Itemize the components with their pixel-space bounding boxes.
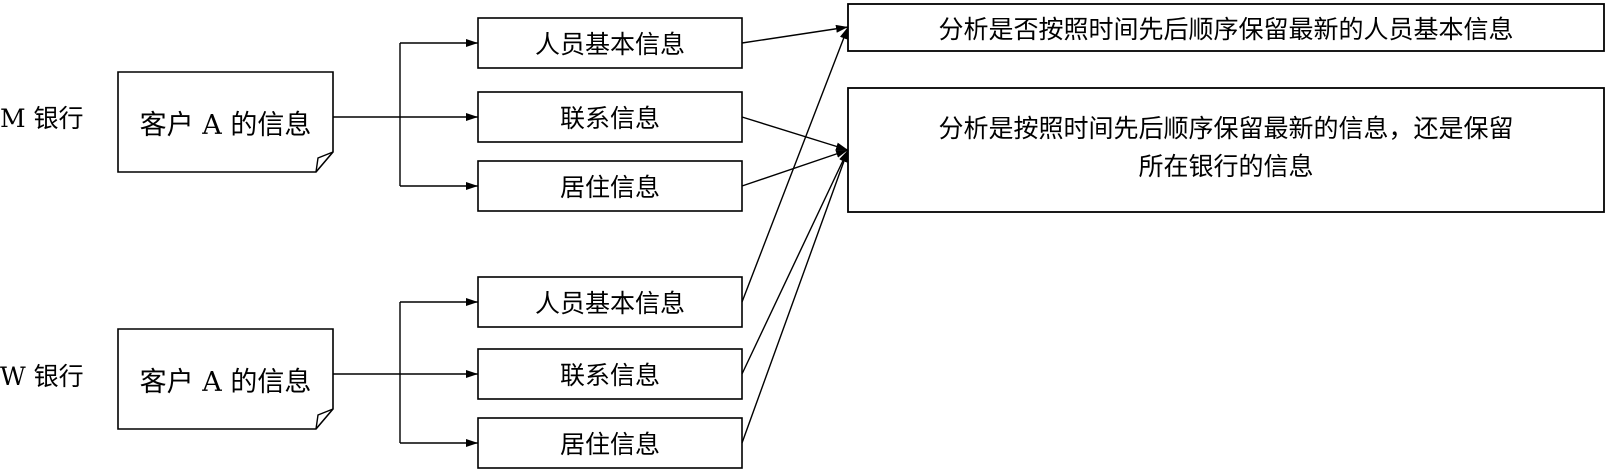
m-item-label-1: 联系信息 bbox=[559, 104, 660, 133]
w-item-box-2 bbox=[477, 417, 743, 469]
m-bank-label: M 银行 bbox=[0, 104, 84, 133]
w-item-box-0 bbox=[477, 276, 743, 328]
m-item-box-2 bbox=[477, 160, 743, 212]
m-doc-shape bbox=[117, 71, 334, 173]
w-doc-fold bbox=[315, 408, 334, 430]
m-item-label-2: 居住信息 bbox=[559, 173, 660, 202]
m-doc-label: 客户 A 的信息 bbox=[139, 109, 312, 141]
w-item-box-1 bbox=[477, 348, 743, 400]
analysis-top-text: 分析是否按照时间先后顺序保留最新的人员基本信息 bbox=[938, 14, 1514, 44]
m-doc-fold bbox=[315, 151, 334, 173]
analysis-arrows bbox=[741, 24, 849, 444]
analysis-bottom-line-1: 分析是按照时间先后顺序保留最新的信息，还是保留 bbox=[938, 114, 1514, 143]
w-item-label-2: 居住信息 bbox=[559, 430, 660, 459]
analysis-bottom-box bbox=[847, 87, 1605, 213]
analysis-top-box bbox=[847, 3, 1605, 52]
w-doc-shape bbox=[117, 328, 334, 430]
m-item-label-0: 人员基本信息 bbox=[534, 30, 685, 59]
analysis-bottom-line-2: 所在银行的信息 bbox=[1138, 152, 1314, 181]
m-connectors bbox=[333, 39, 478, 190]
w-item-label-0: 人员基本信息 bbox=[534, 289, 685, 318]
w-item-label-1: 联系信息 bbox=[559, 361, 660, 390]
m-item-box-1 bbox=[477, 91, 743, 143]
w-doc-label: 客户 A 的信息 bbox=[139, 366, 312, 398]
m-item-box-0 bbox=[477, 17, 743, 69]
w-bank-label: W 银行 bbox=[0, 362, 84, 391]
w-connectors bbox=[333, 298, 478, 447]
analysis-bottom-text: 分析是按照时间先后顺序保留最新的信息，还是保留 所在银行的信息 bbox=[848, 110, 1604, 186]
